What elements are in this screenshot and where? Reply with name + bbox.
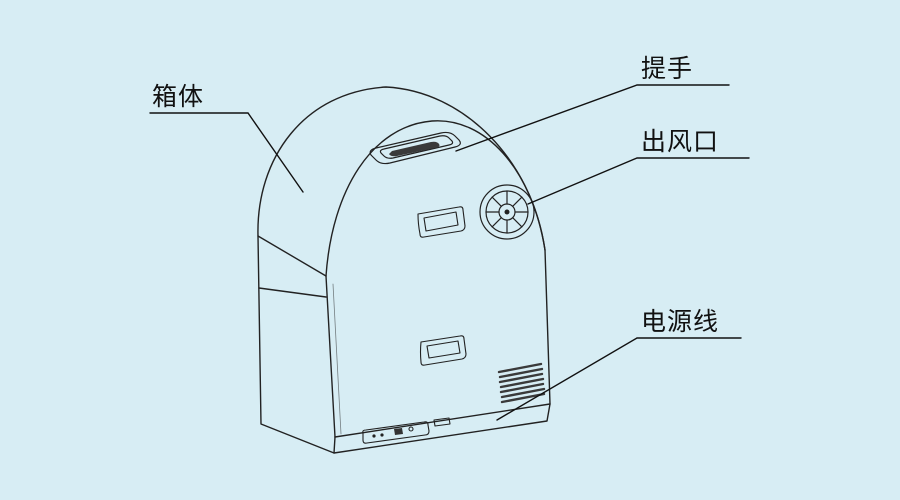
- label-cabinet: 箱体: [152, 83, 205, 111]
- label-handle: 提手: [641, 55, 694, 83]
- front-left-edge: [325, 275, 336, 438]
- latch-recess-upper: [417, 206, 466, 238]
- leader-line-cabinet: [149, 112, 304, 193]
- latch-recess-lower: [419, 335, 467, 366]
- vent-grille: [497, 362, 546, 404]
- base-slot: [433, 417, 451, 427]
- power-panel: [362, 417, 451, 444]
- label-power-cord: 电源线: [641, 308, 720, 336]
- leader-line-air-outlet: [527, 157, 750, 205]
- base-strip-left-end: [333, 436, 336, 454]
- air-outlet-hub-dot: [504, 209, 510, 215]
- front-face-top-edge: [325, 120, 546, 277]
- label-air-outlet: 出风口: [641, 128, 720, 156]
- air-outlet-drawing: [479, 184, 535, 240]
- power-switch: [394, 428, 403, 435]
- handle-grip: [389, 141, 440, 157]
- front-left-edge-highlight: [332, 283, 342, 435]
- left-shoulder-edge: [257, 235, 327, 277]
- base-strip-top-edge: [334, 403, 551, 438]
- leader-line-handle: [455, 84, 730, 152]
- leader-line-power-cord: [496, 337, 742, 421]
- handle-drawing: [369, 131, 461, 165]
- side-panel-seam: [258, 287, 327, 298]
